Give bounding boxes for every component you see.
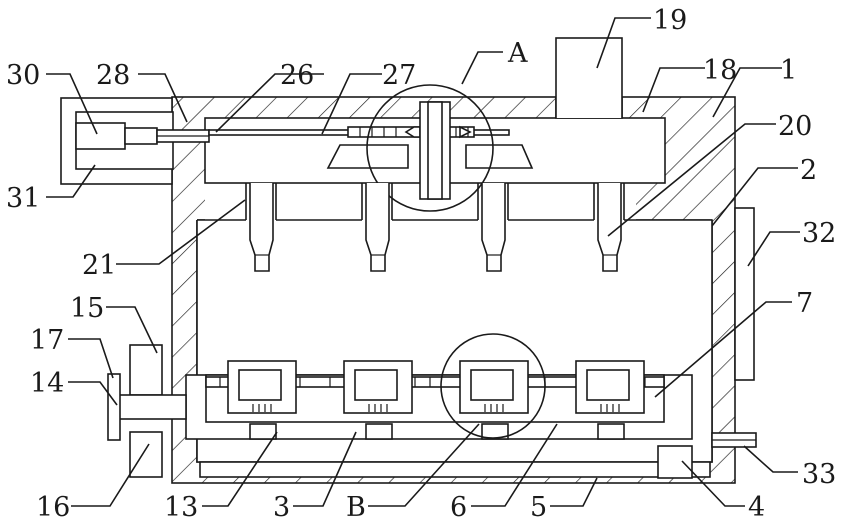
label-14: 14 (30, 368, 64, 399)
label-15: 15 (70, 293, 104, 324)
shaft-14 (112, 395, 186, 419)
label-32: 32 (802, 218, 836, 249)
label-30: 30 (6, 60, 40, 91)
label-26: 26 (280, 60, 314, 91)
label-21: 21 (82, 250, 116, 281)
motor-shaft-coupler (125, 128, 157, 144)
label-19: 19 (653, 5, 687, 36)
block-16 (130, 432, 162, 477)
label-B: B (346, 492, 366, 523)
motor-30 (76, 123, 125, 149)
label-20: 20 (778, 111, 812, 142)
label-33: 33 (802, 459, 836, 490)
label-18: 18 (703, 55, 737, 86)
label-13: 13 (164, 492, 198, 523)
label-A: A (507, 38, 528, 69)
base-plate-5 (200, 462, 710, 477)
label-4: 4 (748, 492, 765, 523)
label-2: 2 (800, 155, 817, 186)
label-17: 17 (30, 325, 64, 356)
label-3: 3 (273, 492, 290, 523)
bevel-gear-right (466, 145, 532, 168)
side-plate-32 (735, 208, 754, 380)
knob-17 (108, 374, 120, 440)
block-4 (658, 446, 692, 478)
label-31: 31 (6, 183, 40, 214)
label-6: 6 (450, 492, 467, 523)
label-1: 1 (780, 55, 797, 86)
label-16: 16 (36, 492, 70, 523)
label-28: 28 (96, 60, 130, 91)
label-27: 27 (382, 60, 416, 91)
label-5: 5 (530, 492, 547, 523)
label-7: 7 (796, 288, 813, 319)
